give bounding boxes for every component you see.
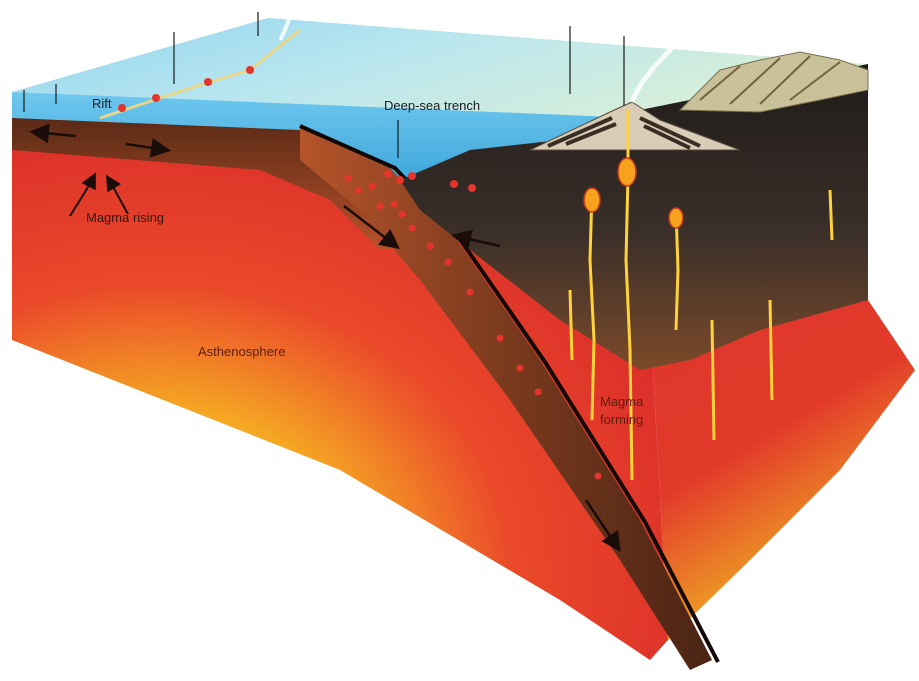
magma-pockets xyxy=(583,157,684,229)
label-magma-rising: Magma rising xyxy=(86,210,164,225)
label-asthenosphere: Asthenosphere xyxy=(198,344,285,359)
slab-boundary-line xyxy=(299,124,720,663)
mountain-range xyxy=(678,51,869,113)
mid-ocean-ridge xyxy=(99,28,301,120)
earthquake-foci xyxy=(118,66,602,480)
ocean-surface xyxy=(12,18,868,118)
ridge-smoke-plume xyxy=(278,1,298,42)
mountain-ridges xyxy=(699,55,841,105)
volcano-smoke-plume xyxy=(629,38,682,103)
volcano-layers xyxy=(547,116,701,150)
ocean-depth-markers xyxy=(23,12,625,112)
continental-crust xyxy=(400,64,868,370)
label-magma-forming-2: forming xyxy=(600,412,643,427)
label-magma-forming-1: Magma xyxy=(600,394,644,409)
label-deep-sea-trench: Deep-sea trench xyxy=(384,98,480,113)
magma-rising-arrows xyxy=(69,172,129,217)
magma-conduits xyxy=(568,110,834,481)
plate-motion-arrows xyxy=(29,123,621,553)
label-rift: Rift xyxy=(92,96,112,111)
